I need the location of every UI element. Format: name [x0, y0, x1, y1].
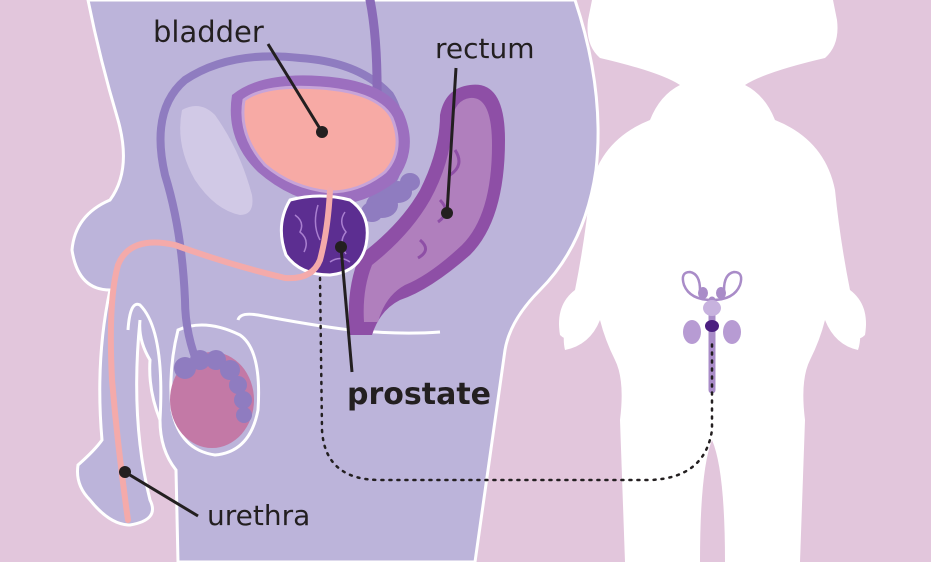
label-urethra-group: urethra [119, 466, 310, 532]
silhouette-right-hand [840, 290, 866, 339]
mini-testis-right-icon [723, 320, 741, 344]
pubic-bone [180, 106, 253, 215]
rectum-organ [348, 84, 505, 335]
label-urethra: urethra [207, 499, 310, 532]
thigh-crease [126, 302, 163, 421]
silhouette-left-hand [559, 290, 585, 339]
label-bladder: bladder [153, 15, 264, 49]
mini-prostate-icon [705, 320, 719, 332]
label-rectum-group: rectum [435, 32, 535, 219]
seminal-vesicles [361, 173, 420, 222]
label-bladder-group: bladder [153, 15, 328, 138]
label-prostate-group: prostate [335, 241, 491, 412]
mini-testis-left-icon [683, 320, 701, 344]
mini-seminal-right-icon [716, 287, 726, 299]
bladder-organ [230, 75, 410, 205]
silhouette-torso [563, 0, 861, 562]
body-silhouette [559, 0, 866, 562]
urethra-tube [107, 187, 333, 523]
mini-seminal-left-icon [698, 287, 708, 299]
label-rectum: rectum [435, 32, 535, 65]
leg-division [236, 312, 441, 335]
testis [170, 350, 254, 448]
mini-bladder-icon [703, 300, 721, 316]
label-prostate: prostate [347, 377, 491, 412]
